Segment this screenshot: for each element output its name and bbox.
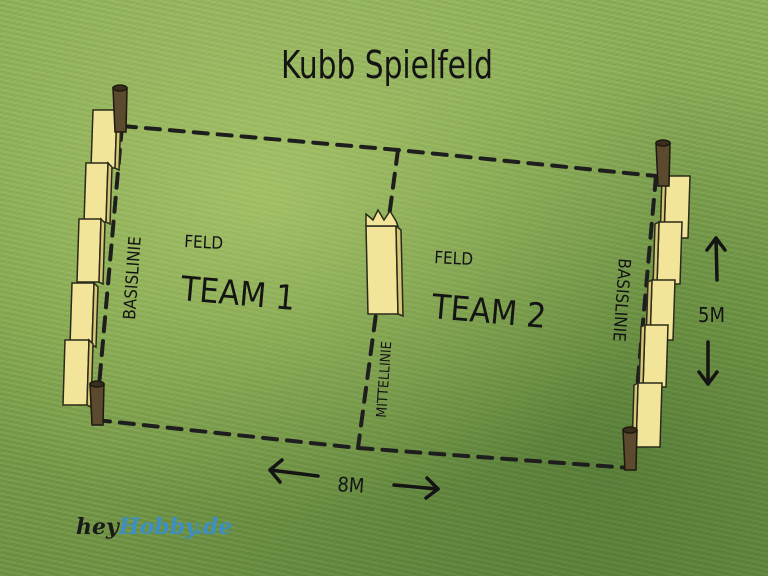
depth-measure-label: 5M (698, 303, 725, 327)
up-arrow-icon (705, 236, 727, 282)
right-kubbs (631, 174, 691, 451)
top-boundary-line (120, 124, 658, 178)
king-piece (365, 208, 404, 318)
width-measure-label: 8M (337, 472, 366, 498)
kubb-block (638, 323, 669, 391)
brand-part2: Hobby.de (118, 514, 233, 540)
king-crown-icon (365, 208, 400, 227)
basislinie-left-label: BASISLINIE (120, 236, 146, 321)
kubb-block (69, 281, 99, 349)
team1-feld-label: FELD (184, 232, 224, 254)
brand-part1: hey (76, 514, 121, 540)
kubb-block (76, 217, 106, 286)
page-title: Kubb Spielfeld (281, 43, 493, 87)
corner-stake (655, 139, 671, 187)
left-kubbs (62, 108, 122, 409)
kubb-block (652, 220, 683, 288)
corner-stake (622, 426, 638, 471)
down-arrow-icon (697, 340, 719, 386)
left-baseline (94, 124, 124, 422)
right-arrow-icon (392, 476, 440, 500)
kubb-block (62, 338, 94, 409)
basislinie-right-label: BASISLINIE (608, 258, 634, 343)
bottom-boundary-line (94, 418, 632, 470)
kubb-block (83, 161, 113, 226)
team2-feld-label: FELD (434, 248, 474, 270)
mittellinie-label: MITTELLINIE (374, 341, 395, 418)
left-arrow-icon (268, 458, 320, 484)
corner-stake (112, 84, 128, 133)
brand-logo: heyHobby.de (76, 514, 232, 540)
team2-name: TEAM 2 (429, 287, 548, 337)
corner-stake (89, 380, 105, 426)
team1-name: TEAM 1 (178, 269, 297, 319)
